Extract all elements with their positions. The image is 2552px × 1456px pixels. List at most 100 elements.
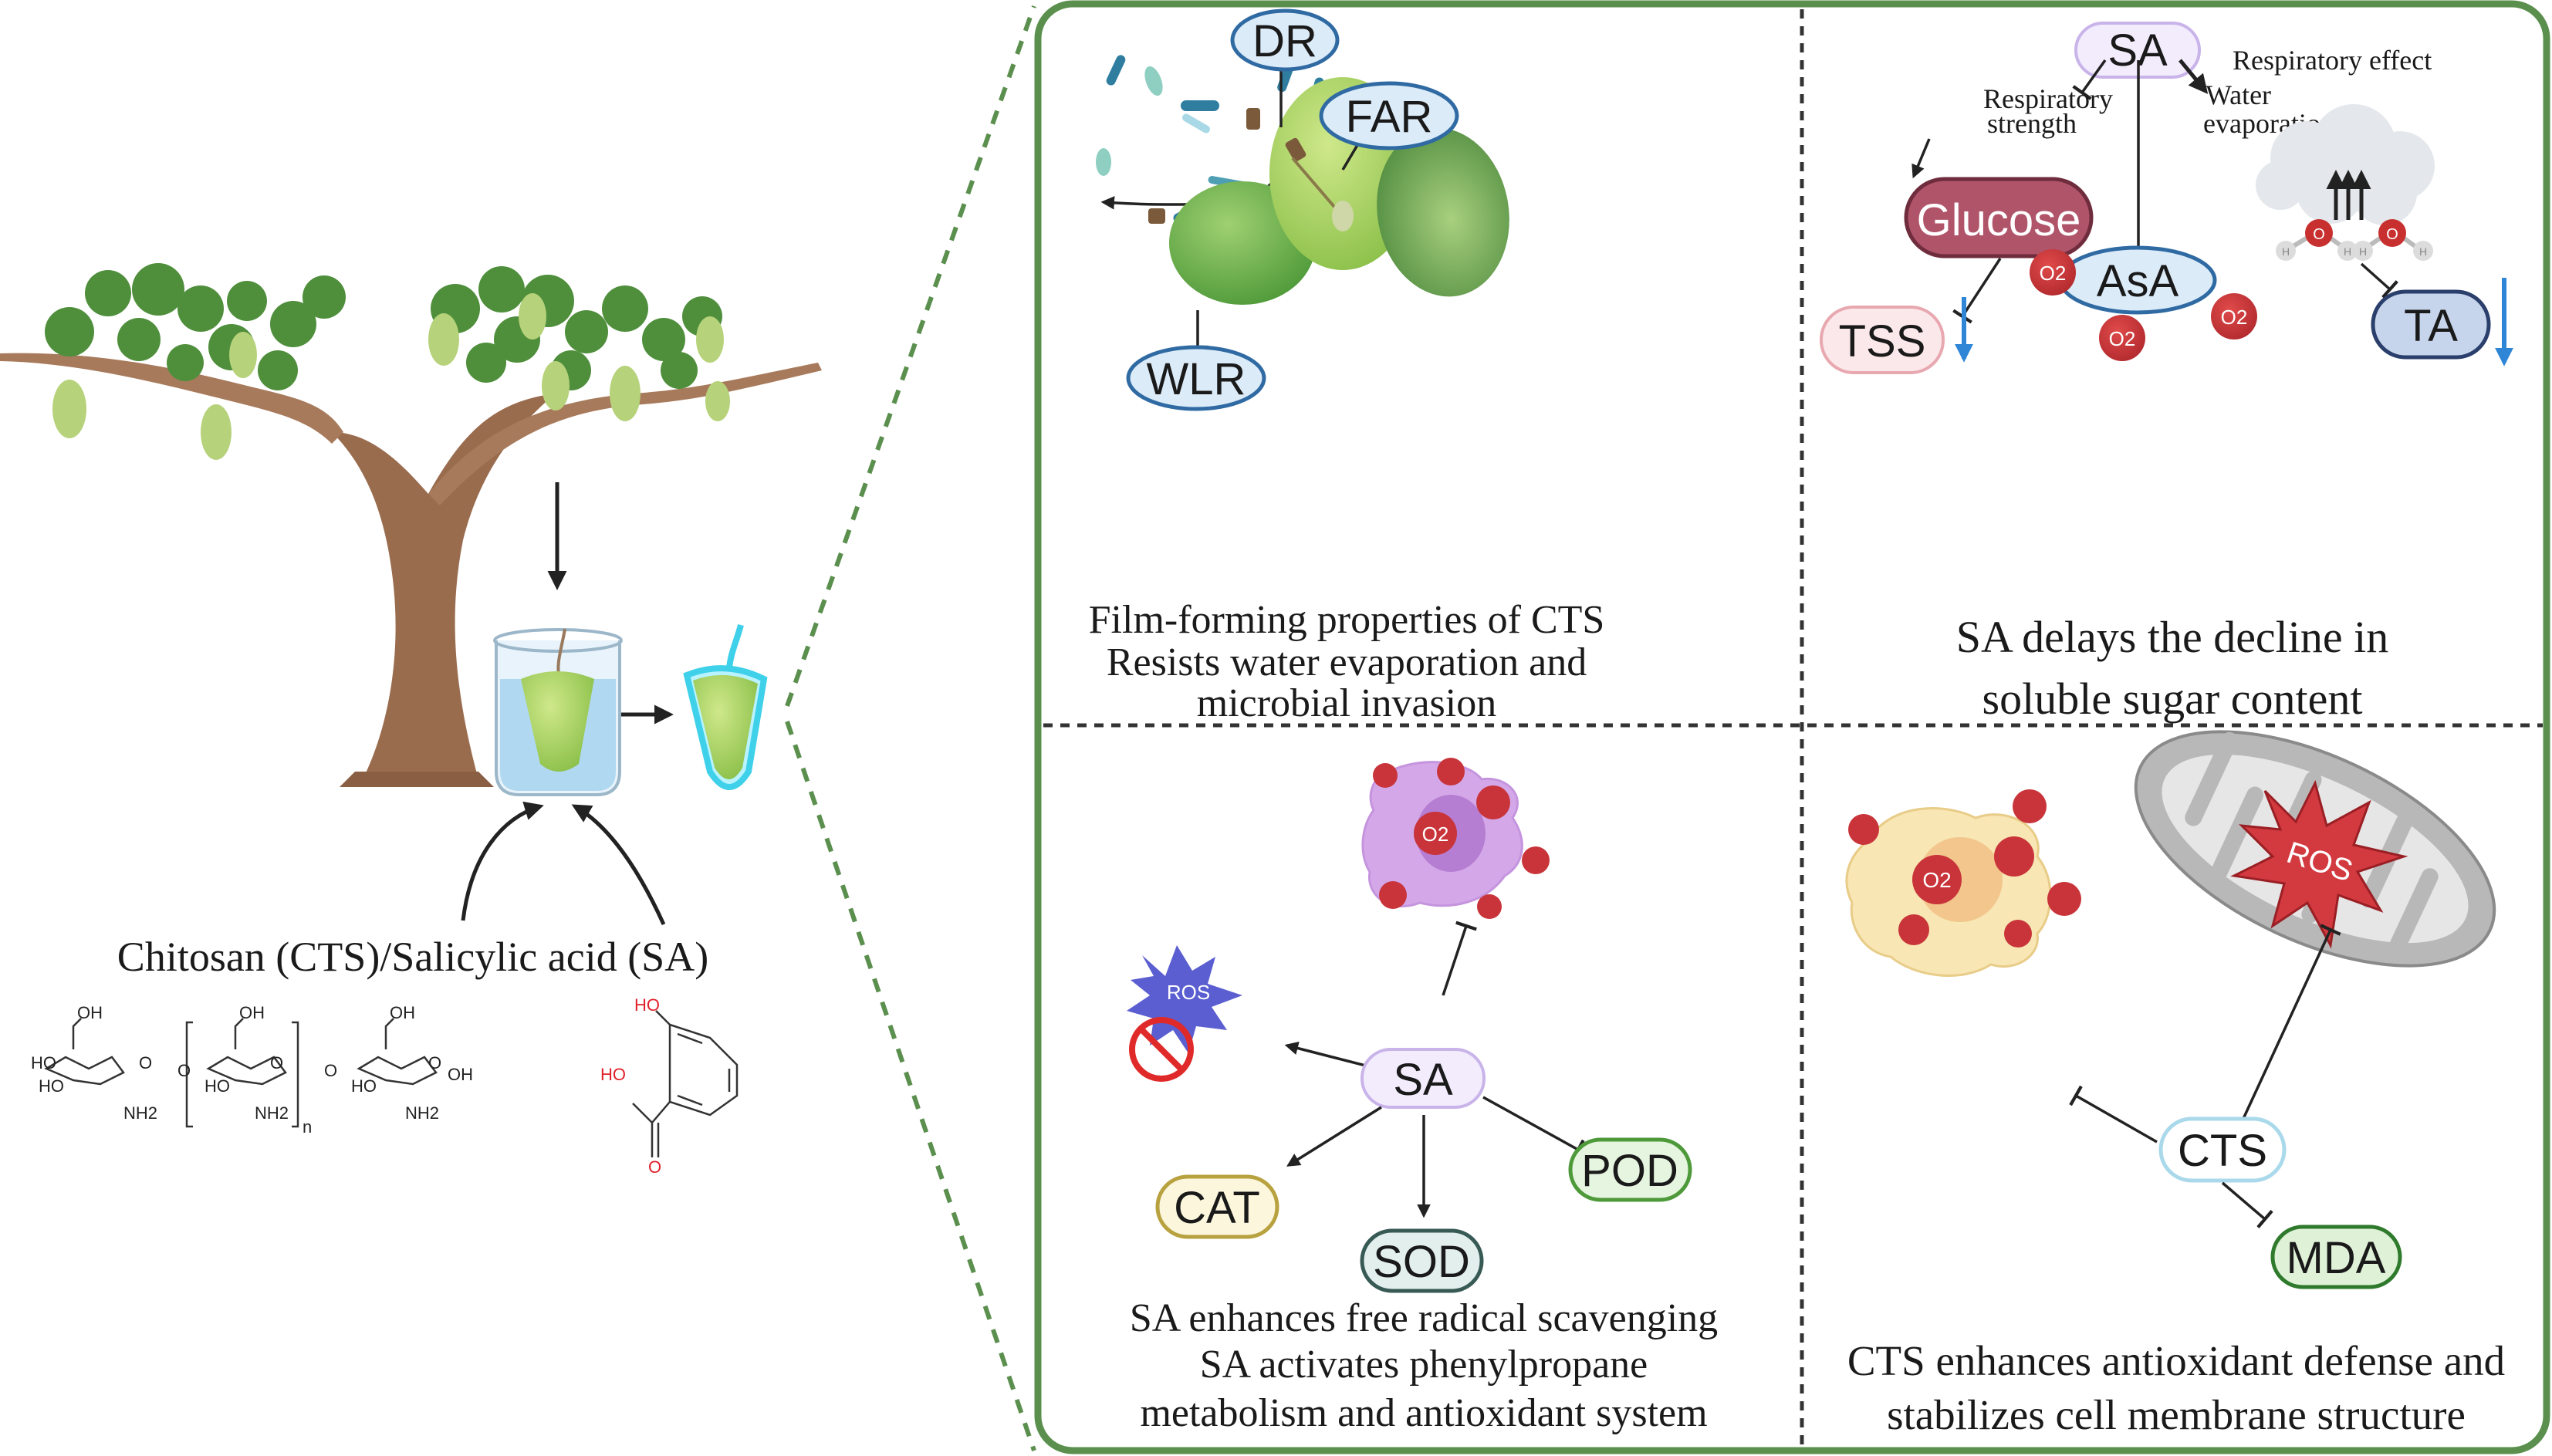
node-cts: CTS	[2158, 1116, 2287, 1183]
chem-label: HO	[39, 1076, 64, 1096]
svg-text:SOD: SOD	[1373, 1237, 1470, 1287]
chem-label: HO	[634, 995, 660, 1015]
node-asa: AsA	[2058, 245, 2217, 315]
water-molecule-icon: O H H	[2353, 219, 2433, 261]
svg-text:TSS: TSS	[1839, 316, 1926, 367]
chem-label: O	[428, 1053, 441, 1073]
panel-free-radical-scavenging: O2 ROS SA CAT SOD POD	[1127, 758, 1718, 1435]
evaporation-arrows	[2326, 170, 2371, 220]
chem-label: O	[139, 1053, 152, 1073]
node-cat: CAT	[1155, 1174, 1279, 1239]
label-respiratory-effect: Respiratory effect	[2233, 45, 2432, 76]
svg-text:WLR: WLR	[1147, 354, 1246, 404]
prohibited-icon	[1129, 1017, 1194, 1082]
chem-label: HO	[31, 1053, 56, 1073]
superoxide-burst	[1848, 789, 2081, 948]
cloud-icon	[2256, 104, 2435, 225]
panel-soluble-sugar: SA Respiratory strength Respiratory effe…	[1820, 22, 2513, 724]
vine-leaves	[45, 263, 722, 390]
node-ta: TA	[2371, 289, 2491, 360]
radical-label: O2	[1922, 868, 1951, 892]
node-dr: DR	[1230, 8, 1340, 72]
svg-text:CTS: CTS	[2178, 1126, 2267, 1176]
coated-grape-bunch	[683, 623, 768, 790]
svg-text:DR: DR	[1252, 16, 1317, 66]
zoom-line-bottom	[785, 721, 1036, 1451]
ros-burst-icon: ROS	[2230, 779, 2408, 949]
caption-line: microbial invasion	[1197, 681, 1496, 725]
zoom-line-top	[785, 5, 1036, 707]
caption-line: metabolism and antioxidant system	[1140, 1391, 1707, 1435]
inhibit-pod	[1482, 1096, 1585, 1160]
caption-line: Film-forming properties of CTS	[1089, 598, 1605, 642]
svg-text:MDA: MDA	[2287, 1233, 2386, 1283]
label-water-evaporation: Water	[2206, 79, 2271, 110]
chem-label: OH	[390, 1003, 415, 1022]
svg-text:FAR: FAR	[1346, 92, 1433, 142]
node-glucose: Glucose	[1904, 177, 2094, 258]
node-wlr: WLR	[1126, 345, 1266, 411]
chem-label: OH	[77, 1003, 103, 1022]
chem-label: HO	[351, 1076, 377, 1096]
node-tss: TSS	[1820, 306, 1945, 374]
arrow-sa-to-ros	[1284, 1042, 1378, 1070]
chem-label: O	[324, 1061, 337, 1080]
vine-base	[340, 772, 494, 787]
svg-text:H: H	[2344, 245, 2351, 258]
svg-text:SA: SA	[1393, 1055, 1453, 1105]
chem-label: NH2	[123, 1103, 157, 1123]
chem-label: O	[648, 1157, 661, 1177]
caption-line: Resists water evaporation and	[1107, 640, 1587, 684]
svg-text:H: H	[2282, 245, 2290, 258]
svg-text:O2: O2	[2221, 306, 2248, 329]
grape-right	[1377, 127, 1509, 297]
arrow-to-glucose	[1911, 138, 1931, 179]
svg-text:O2: O2	[2109, 327, 2136, 350]
inhibit-cell-damage	[1442, 921, 1477, 996]
svg-text:AsA: AsA	[2097, 256, 2179, 306]
inhibit-tss	[1952, 258, 2002, 324]
superoxide-radical: O2	[2211, 293, 2257, 340]
label-respiratory-strength: strength	[1987, 108, 2077, 139]
vine-branch-right	[428, 363, 822, 505]
svg-text:H: H	[2419, 245, 2427, 258]
chem-label: HO	[204, 1076, 230, 1096]
vine-grape-clusters	[52, 293, 730, 460]
arrow-salicylic-to-beaker	[571, 804, 666, 926]
salicylic-acid-structure: HO HO O	[600, 995, 739, 1177]
svg-text:O: O	[2386, 226, 2398, 243]
arrow-water-evaporation	[2178, 59, 2209, 94]
svg-text:H: H	[2359, 245, 2367, 258]
chitosan-structure: OH HO HO O NH2 O OH HO O NH2 O OH HO O O…	[31, 1003, 473, 1137]
inhibit-respiratory-strength	[2072, 59, 2107, 100]
caption-line: stabilizes cell membrane structure	[1887, 1391, 2466, 1438]
caption-line: CTS enhances antioxidant defense and	[1847, 1337, 2505, 1384]
caption-line: soluble sugar content	[1982, 674, 2363, 724]
panel-film-forming: DR FAR WLR Film-forming properties of CT…	[1089, 8, 1605, 725]
chem-label: NH2	[255, 1103, 289, 1123]
vine-trunk	[332, 394, 556, 779]
chem-label: O	[177, 1061, 191, 1080]
treatment-label: Chitosan (CTS)/Salicylic acid (SA)	[117, 934, 708, 980]
node-pod: POD	[1568, 1137, 1692, 1202]
svg-text:O2: O2	[2040, 262, 2067, 285]
chem-label: NH2	[405, 1103, 439, 1123]
arrow-sa-to-cat	[1286, 1106, 1382, 1167]
chem-label: OH	[239, 1003, 265, 1022]
node-mda: MDA	[2270, 1225, 2402, 1289]
inhibit-mda	[2221, 1181, 2273, 1229]
svg-text:TA: TA	[2404, 301, 2458, 351]
svg-text:POD: POD	[1581, 1146, 1678, 1196]
svg-text:Glucose: Glucose	[1917, 195, 2081, 245]
beaker-with-grapes	[493, 628, 623, 796]
panel-antioxidant-defense: O2 ROS CTS MDA	[1845, 730, 2505, 1438]
node-far: FAR	[1319, 81, 1459, 150]
chem-label: O	[270, 1053, 283, 1073]
node-sa: SA	[2074, 22, 2201, 79]
svg-text:ROS: ROS	[1167, 981, 1210, 1004]
ros-burst-icon: ROS	[1127, 945, 1242, 1053]
inhibit-ta	[2360, 262, 2398, 299]
radical-label: O2	[1422, 823, 1449, 846]
chem-label: OH	[448, 1065, 473, 1084]
